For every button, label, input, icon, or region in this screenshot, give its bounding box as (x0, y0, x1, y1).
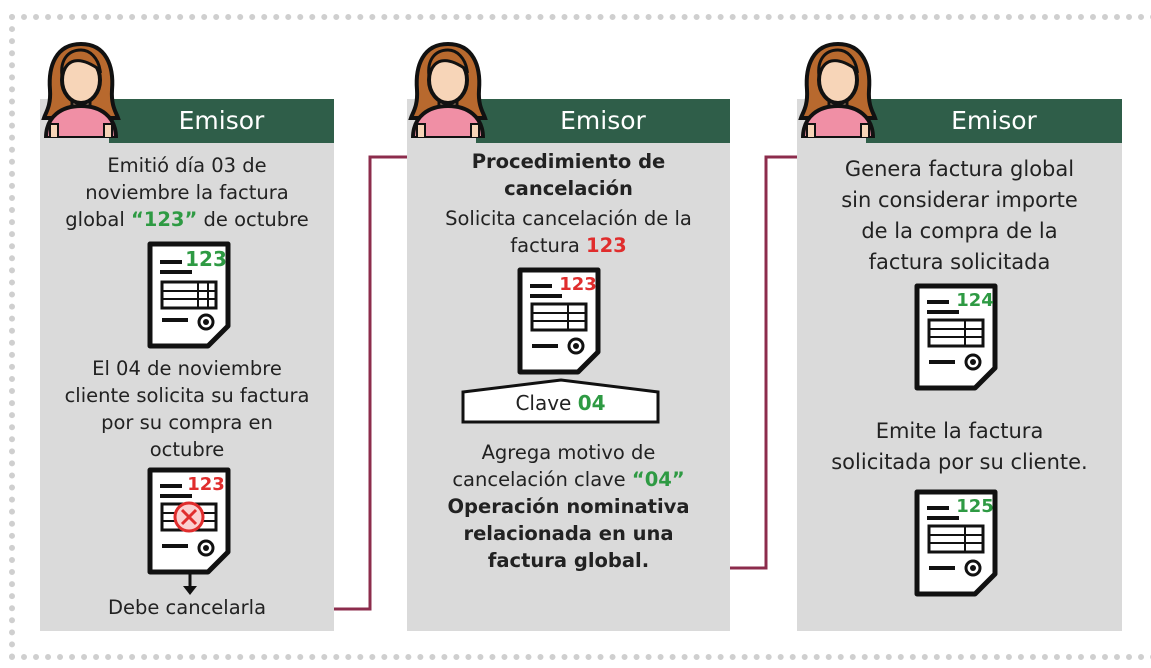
line: factura solicitada (868, 250, 1051, 274)
invoice-document-icon: 124 (914, 283, 998, 391)
text: cancelación clave (452, 468, 632, 491)
line: solicitada por su cliente. (831, 450, 1088, 474)
invoice-number: “123” (130, 208, 198, 231)
line: relacionada en una (463, 522, 674, 545)
panel-2-text-2: Agrega motivo de cancelación clave “04” … (407, 439, 730, 574)
line: Solicita cancelación de la (445, 207, 692, 230)
invoice-document-icon: 125 (914, 489, 998, 597)
invoice-document-icon: 123 (517, 267, 601, 375)
line: Genera factura global (844, 157, 1075, 181)
clave-code: 04 (577, 391, 606, 415)
line: El 04 de noviembre (92, 357, 282, 380)
line: Emitió día 03 de (107, 154, 267, 177)
line: por su compra en (101, 411, 273, 434)
line: factura global. (487, 549, 650, 572)
invoice-document-icon: 123 (147, 241, 231, 349)
line: de la compra de la (861, 219, 1058, 243)
panel-3-header: Emisor (866, 99, 1122, 143)
doc-number: 123 (185, 247, 227, 271)
line: cancelación clave “04” (407, 466, 730, 493)
clave-code: “04” (631, 468, 685, 491)
panel-2-title: Procedimiento de cancelación (407, 148, 730, 202)
doc-number: 123 (559, 274, 597, 295)
doc-number: 125 (956, 496, 994, 517)
panel-1-text-1: Emitió día 03 de noviembre la factura gl… (40, 152, 334, 233)
cancelled-invoice-document-icon: 123 (147, 467, 231, 575)
doc-number: 123 (187, 474, 225, 495)
panel-1-footer: Debe cancelarla (107, 596, 267, 619)
panel-3-text-1: Genera factura global sin considerar imp… (797, 154, 1122, 278)
panel-1-text-2: El 04 de noviembre cliente solicita su f… (40, 355, 334, 463)
clave-label: Clave 04 (461, 383, 660, 423)
line: sin considerar importe (841, 188, 1078, 212)
line: Operación nominativa (447, 495, 690, 518)
line: Agrega motivo de (481, 441, 656, 464)
line: octubre (149, 438, 225, 461)
line: global “123” de octubre (40, 206, 334, 233)
invoice-number: 123 (586, 234, 627, 257)
text: de octubre (197, 208, 309, 231)
line: Procedimiento de (471, 150, 666, 173)
text: factura (510, 234, 586, 257)
line: noviembre la factura (85, 181, 289, 204)
woman-avatar-icon (408, 41, 488, 138)
panel-2-header: Emisor (476, 99, 730, 143)
text: global (65, 208, 131, 231)
text: Clave (515, 391, 578, 415)
line: Emite la factura (875, 419, 1044, 443)
panel-1-header: Emisor (109, 99, 334, 143)
woman-avatar-icon (798, 41, 878, 138)
doc-number: 124 (956, 290, 994, 311)
line: factura 123 (407, 232, 730, 259)
line: cancelación (504, 177, 633, 200)
panel-2-text-1: Solicita cancelación de la factura 123 (407, 205, 730, 259)
line: cliente solicita su factura (64, 384, 310, 407)
woman-avatar-icon (41, 41, 121, 138)
clave-label-box (461, 378, 660, 424)
dotted-frame (9, 14, 1151, 660)
panel-3-text-2: Emite la factura solicitada por su clien… (797, 416, 1122, 478)
down-arrow-icon (183, 572, 197, 595)
